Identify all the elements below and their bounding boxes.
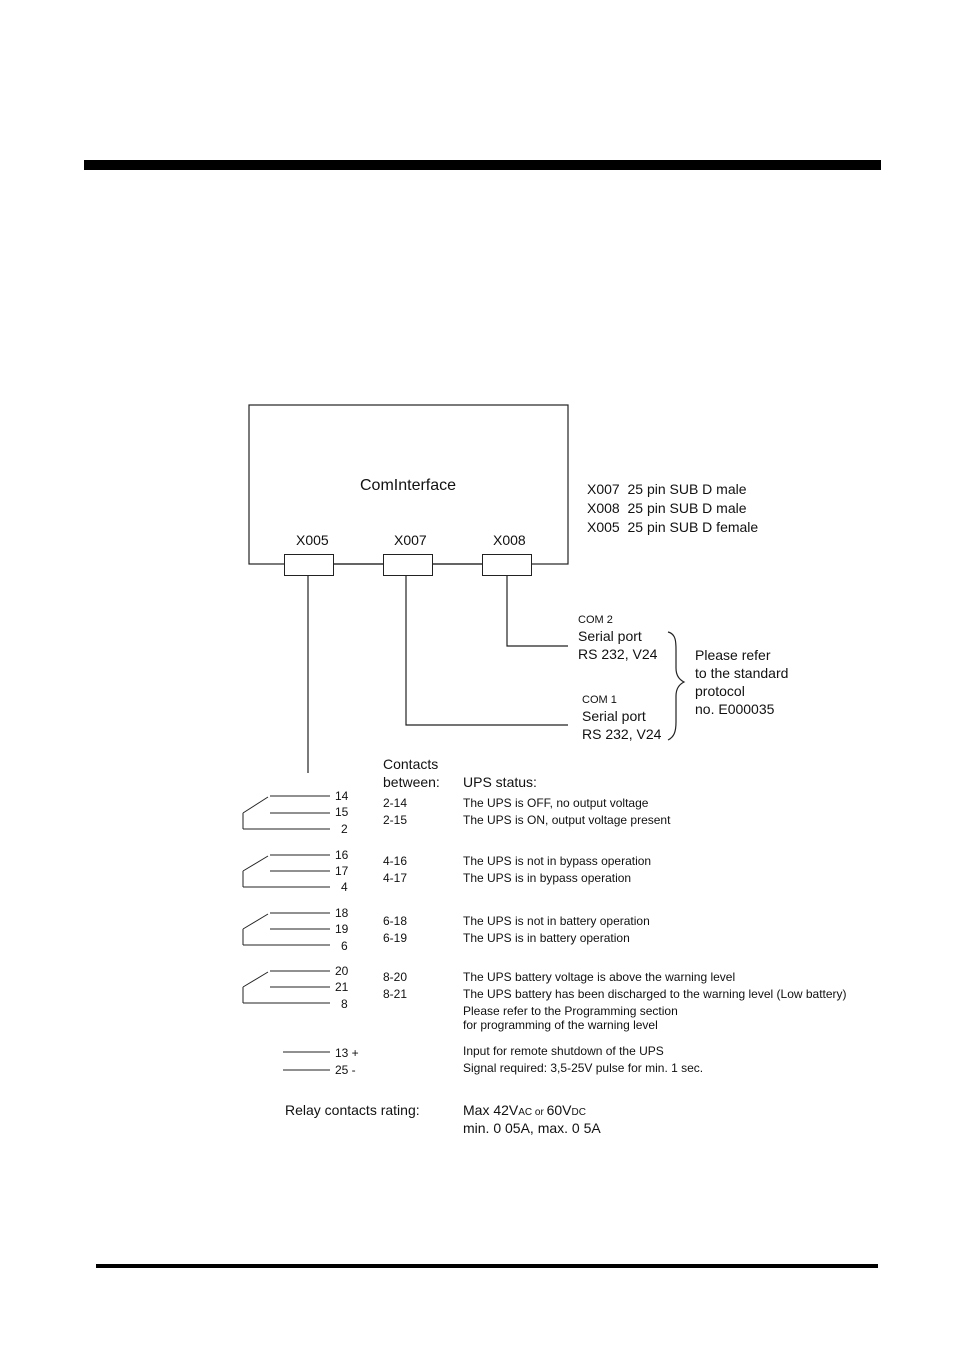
box-title: ComInterface [360, 477, 457, 494]
label-x007: X007 [394, 532, 427, 548]
rating-label: Relay contacts rating: [285, 1102, 420, 1118]
rating-max: Max 42VAC or 60VDC [463, 1102, 586, 1118]
contact-pair: 4-17 [383, 871, 408, 885]
relay-group-4 [242, 970, 330, 1004]
contact-pair: 6-19 [383, 931, 408, 945]
rating-ac: AC [518, 1107, 533, 1118]
pin-label: 2 [341, 822, 348, 836]
pin-label: 18 [335, 906, 349, 920]
status-note: Please refer to the Programming section [463, 1004, 678, 1018]
status-text: The UPS is OFF, no output voltage [463, 796, 649, 810]
label-x008: X008 [493, 532, 526, 548]
pin-label: 15 [335, 805, 349, 819]
x008-line [506, 575, 568, 647]
com1-line1: Serial port [582, 708, 646, 724]
contact-pair: 4-16 [383, 854, 408, 868]
pin-label: 20 [335, 964, 349, 978]
com2-label: COM 2 [578, 614, 613, 626]
status-text: The UPS is not in bypass operation [463, 854, 652, 868]
rating-line2: min. 0 05A, max. 0 5A [463, 1120, 601, 1136]
rating-max-prefix: Max 42V [463, 1102, 519, 1118]
pin-label: 17 [335, 864, 349, 878]
remote-lines [283, 1051, 330, 1071]
relay-group-3 [242, 912, 330, 946]
relay-group-1 [242, 795, 330, 830]
x007-line [405, 575, 568, 726]
contact-pair: 8-21 [383, 987, 408, 1001]
relay-group-2 [242, 854, 330, 888]
connector-list-item: X008 25 pin SUB D male [587, 500, 747, 516]
remote-status: Input for remote shutdown of the UPS [463, 1044, 664, 1058]
pin-label: 21 [335, 980, 349, 994]
refer-line: protocol [695, 683, 745, 699]
pin-label: 6 [341, 939, 348, 953]
remote-status: Signal required: 3,5-25V pulse for min. … [463, 1061, 704, 1075]
com2-line1: Serial port [578, 628, 642, 644]
rating-60v: 60V [546, 1102, 572, 1118]
com1-line2: RS 232, V24 [582, 726, 662, 742]
contact-pair: 2-14 [383, 796, 408, 810]
connector-x007 [383, 554, 433, 576]
pin-label: 4 [341, 880, 348, 894]
status-text: The UPS is ON, output voltage present [463, 813, 671, 827]
connector-x005 [284, 554, 334, 576]
refer-line: to the standard [695, 665, 789, 681]
connector-list-item: X007 25 pin SUB D male [587, 481, 747, 497]
contact-pair: 2-15 [383, 813, 408, 827]
status-text: The UPS battery voltage is above the war… [463, 970, 736, 984]
pin-label: 19 [335, 922, 349, 936]
contacts-header: Contacts [383, 756, 439, 772]
status-text: The UPS is in bypass operation [463, 871, 632, 885]
status-text: The UPS is not in battery operation [463, 914, 650, 928]
rating-or: or [532, 1107, 547, 1118]
com2-line2: RS 232, V24 [578, 646, 658, 662]
contact-pair: 8-20 [383, 970, 408, 984]
status-note: for programming of the warning level [463, 1018, 658, 1032]
com1-label: COM 1 [582, 694, 617, 706]
brace [667, 631, 686, 741]
refer-line: Please refer [695, 647, 771, 663]
status-header: UPS status: [463, 774, 537, 790]
top-rule [84, 160, 881, 170]
pin-label: 14 [335, 789, 349, 803]
refer-line: no. E000035 [695, 701, 775, 717]
status-text: The UPS battery has been discharged to t… [463, 987, 847, 1001]
pin-label: 25 - [335, 1063, 356, 1077]
pin-label: 13 + [335, 1046, 359, 1060]
contacts-header: between: [383, 774, 440, 790]
rating-dc: DC [571, 1107, 586, 1118]
contact-pair: 6-18 [383, 914, 408, 928]
pin-label: 16 [335, 848, 349, 862]
connector-x008 [482, 554, 532, 576]
pin-label: 8 [341, 997, 348, 1011]
bottom-rule [96, 1264, 878, 1268]
connector-list-item: X005 25 pin SUB D female [587, 519, 759, 535]
label-x005: X005 [296, 532, 329, 548]
status-text: The UPS is in battery operation [463, 931, 630, 945]
